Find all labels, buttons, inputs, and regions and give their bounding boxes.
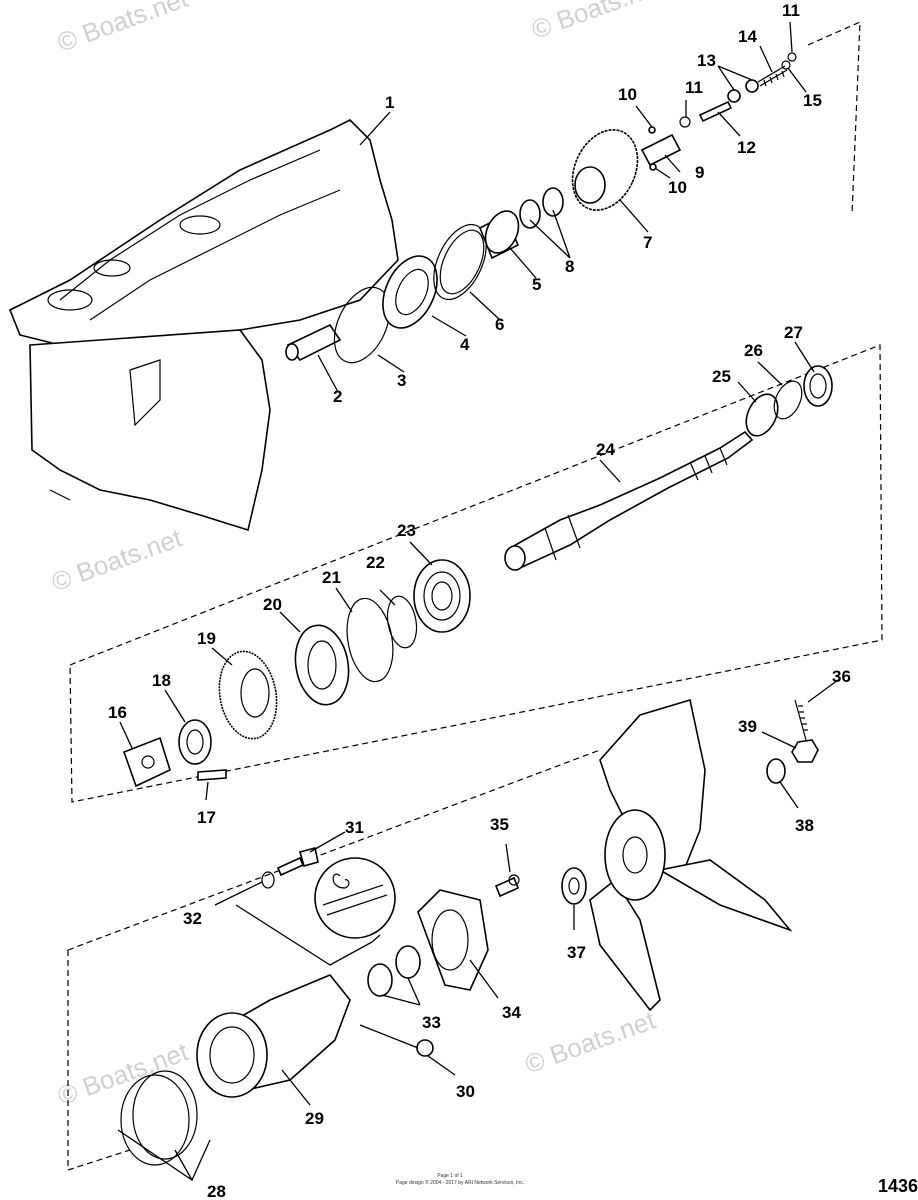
callout-33: 33 (422, 1013, 441, 1032)
detail-inset (314, 857, 396, 939)
part-20-bearing-carrier[interactable] (289, 621, 354, 709)
part-14-spring[interactable] (757, 65, 788, 87)
part-24-propeller-shaft[interactable] (504, 430, 754, 571)
callout-4: 4 (460, 335, 470, 354)
part-18-clutch-spring[interactable] (178, 719, 212, 765)
callout-22: 22 (366, 553, 385, 572)
callout-18: 18 (152, 671, 171, 690)
callout-6: 6 (495, 315, 504, 334)
part-34-cover[interactable] (417, 889, 489, 991)
callout-19: 19 (197, 629, 216, 648)
callout-10b: 10 (668, 178, 687, 197)
part-23-bearing[interactable] (413, 559, 471, 633)
watermark: © Boats.net (521, 1004, 660, 1079)
callout-28: 28 (207, 1182, 226, 1200)
callout-20: 20 (263, 595, 282, 614)
leader-lines (117, 21, 839, 1181)
callout-35: 35 (490, 815, 509, 834)
callout-8: 8 (565, 257, 574, 276)
part-4-carrier[interactable] (372, 247, 448, 336)
part-10-ball[interactable] (648, 126, 656, 134)
part-12-pin[interactable] (698, 100, 733, 123)
group-boundary-upper (807, 21, 861, 216)
group-boundary-middle (69, 344, 883, 803)
part-26-ring[interactable] (769, 377, 808, 423)
part-32-washer[interactable] (261, 871, 275, 889)
page-number: 1436 (878, 1176, 918, 1196)
watermark: © Boats.net (47, 522, 186, 597)
part-29-bearing-carrier[interactable] (196, 974, 351, 1098)
callout-39: 39 (738, 717, 757, 736)
callout-21: 21 (322, 568, 341, 587)
group-boundary-lower (67, 749, 601, 1171)
part-19-gear[interactable] (213, 647, 283, 743)
part-10-ball[interactable] (649, 163, 657, 171)
part-15-washer[interactable] (781, 60, 791, 70)
callout-23: 23 (397, 521, 416, 540)
callout-25: 25 (712, 367, 731, 386)
callout-5: 5 (532, 275, 541, 294)
part-35-screw[interactable] (494, 874, 520, 898)
callout-11b: 11 (782, 1, 800, 20)
part-13-spring-set[interactable] (727, 79, 759, 103)
watermark: © Boats.net (527, 0, 666, 45)
callout-12: 12 (737, 138, 756, 157)
callout-34: 34 (502, 1003, 521, 1022)
part-2-coupler[interactable] (285, 323, 342, 362)
part-33-bearing-set[interactable] (367, 945, 421, 997)
callout-numbers: 1 2 3 4 5 6 7 8 9 10 10 11 11 12 13 14 1… (108, 1, 851, 1200)
part-22-ring[interactable] (384, 594, 421, 650)
callout-1: 1 (385, 93, 394, 112)
callout-36: 36 (832, 667, 851, 686)
part-6-shim[interactable] (423, 216, 497, 307)
part-37-washer[interactable] (561, 867, 587, 905)
footer-line-2: Page design © 2004 - 2017 by ARI Network… (396, 1179, 524, 1186)
callout-29: 29 (305, 1109, 324, 1128)
part-1-gear-housing[interactable] (8, 119, 399, 532)
callout-31: 31 (345, 818, 364, 837)
part-31-bolt[interactable] (276, 847, 319, 877)
footer-line-1: Page 1 of 1 (437, 1173, 463, 1179)
part-25-seal[interactable] (740, 389, 784, 441)
part-38-washer[interactable] (766, 758, 786, 784)
callout-24: 24 (596, 440, 615, 459)
part-5-bearing[interactable] (478, 206, 525, 260)
part-36-screw[interactable] (794, 699, 808, 741)
callout-3: 3 (397, 371, 406, 390)
callout-2: 2 (333, 387, 342, 406)
callout-16: 16 (108, 703, 127, 722)
callout-10a: 10 (618, 85, 637, 104)
callout-14: 14 (738, 27, 757, 46)
callout-17: 17 (197, 808, 216, 827)
part-11-ring[interactable] (787, 52, 797, 62)
part-8-bearing-cups[interactable] (519, 187, 564, 229)
watermark: © Boats.net (54, 1036, 193, 1111)
watermark: © Boats.net (53, 0, 192, 58)
callout-11a: 11 (685, 78, 703, 97)
callout-30: 30 (456, 1082, 475, 1101)
callout-27: 27 (784, 323, 803, 342)
callout-37: 37 (567, 943, 586, 962)
part-7-gear[interactable] (560, 119, 650, 220)
part-30-nut[interactable] (416, 1039, 434, 1057)
callout-15: 15 (803, 91, 822, 110)
callout-26: 26 (744, 341, 763, 360)
part-17-pin[interactable] (197, 769, 227, 781)
part-39-nut[interactable] (791, 739, 819, 763)
callout-13: 13 (697, 51, 716, 70)
callout-7: 7 (643, 233, 652, 252)
part-11-ring[interactable] (679, 116, 691, 128)
part-9-shift-cam[interactable] (640, 133, 682, 167)
part-16-clutch[interactable] (122, 736, 171, 788)
callout-32: 32 (183, 909, 202, 928)
part-28-rings[interactable] (120, 1070, 198, 1166)
part-37-propeller[interactable] (589, 698, 793, 1012)
callout-38: 38 (795, 816, 814, 835)
callout-9: 9 (695, 163, 704, 182)
part-3-ring[interactable] (323, 279, 400, 372)
part-27-bearing[interactable] (803, 365, 833, 407)
